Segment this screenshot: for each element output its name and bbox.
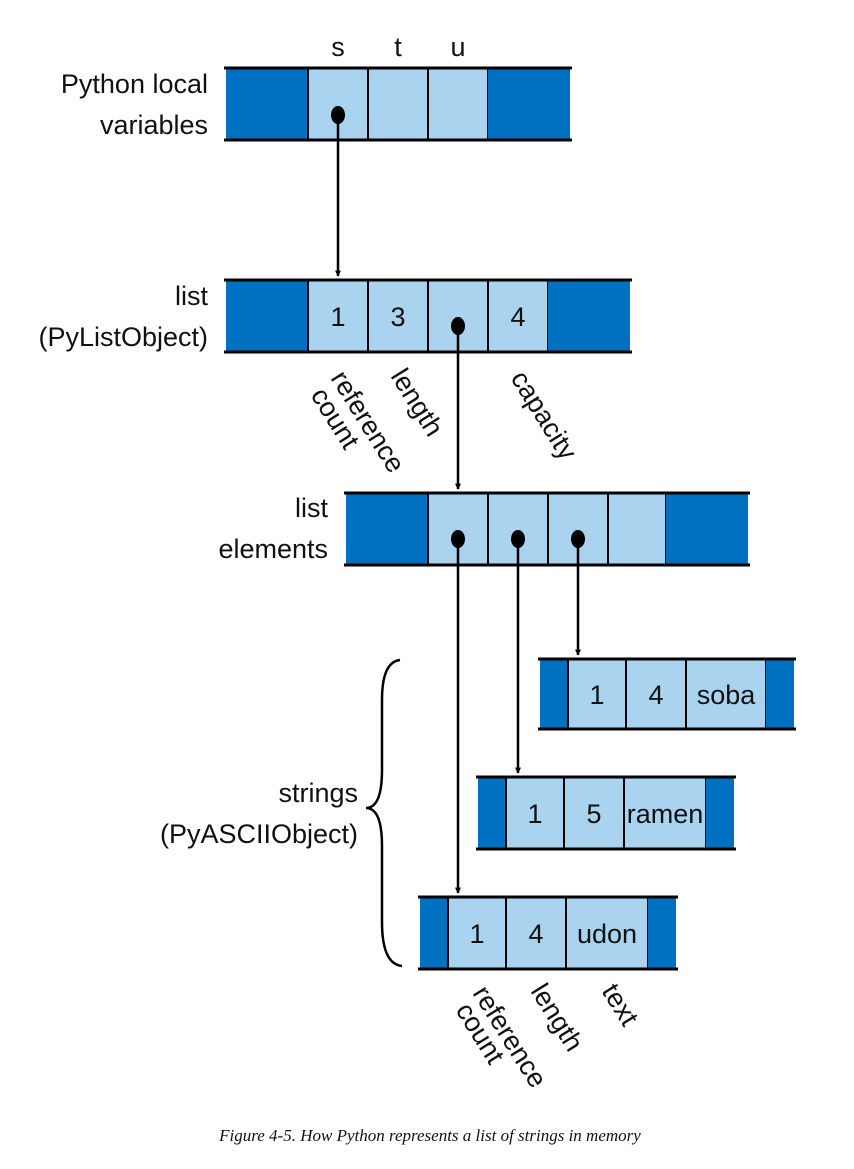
list-object-bar	[224, 278, 632, 354]
soba-text: soba	[697, 680, 757, 710]
string-field-label-length: length	[525, 978, 589, 1056]
list-label-line2: (PyListObject)	[38, 322, 208, 352]
string-object-ramen	[476, 775, 736, 851]
ramen-length: 5	[586, 799, 601, 829]
list-field-label-length: length	[385, 363, 449, 441]
variable-name-s: s	[331, 32, 345, 62]
figure-caption: Figure 4-5. How Python represents a list…	[218, 1126, 641, 1145]
udon-text: udon	[577, 919, 637, 949]
variables-label-line1: Python local	[61, 69, 208, 99]
list-capacity-value: 4	[510, 302, 525, 332]
variables-bar	[224, 66, 572, 142]
list-length-value: 3	[390, 302, 405, 332]
udon-refcount: 1	[469, 919, 484, 949]
soba-refcount: 1	[589, 680, 604, 710]
strings-label-line1: strings	[278, 778, 358, 808]
list-field-label-capacity: capacity	[505, 365, 583, 465]
string-object-soba	[538, 657, 796, 731]
udon-length: 4	[528, 919, 543, 949]
elements-label-line1: list	[295, 493, 328, 523]
elements-label-line2: elements	[218, 534, 328, 564]
strings-brace	[365, 658, 403, 968]
list-elements-bar	[344, 491, 750, 567]
variables-label-line2: variables	[100, 110, 208, 140]
variable-name-u: u	[450, 32, 465, 62]
string-field-label-text: text	[596, 978, 645, 1031]
soba-length: 4	[648, 680, 663, 710]
list-refcount-value: 1	[330, 302, 345, 332]
ramen-text: ramen	[627, 799, 704, 829]
string-object-udon	[418, 895, 678, 971]
ramen-refcount: 1	[527, 799, 542, 829]
list-label-line1: list	[175, 281, 208, 311]
variable-name-t: t	[394, 32, 402, 62]
strings-label-line2: (PyASCIIObject)	[160, 819, 358, 849]
